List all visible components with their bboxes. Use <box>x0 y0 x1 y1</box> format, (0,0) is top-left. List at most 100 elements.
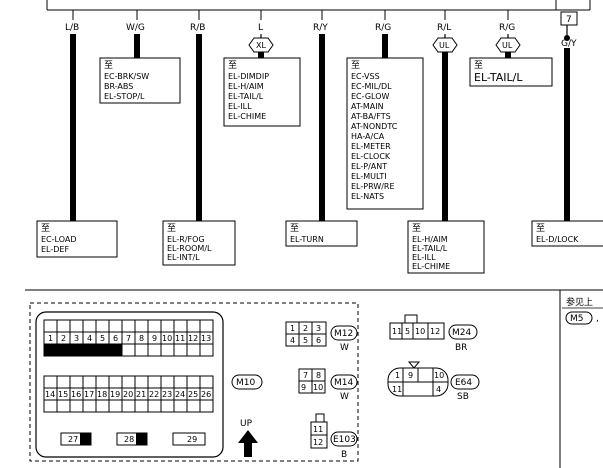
splice-dot <box>564 35 570 41</box>
m10-pin-cavity <box>160 319 175 333</box>
wires <box>70 34 570 221</box>
svg-text:至: 至 <box>536 223 545 234</box>
svg-text:12: 12 <box>430 327 440 336</box>
svg-text:BR-ABS: BR-ABS <box>104 82 133 91</box>
svg-text:EL-ILL: EL-ILL <box>412 253 436 262</box>
svg-text:EL-NATS: EL-NATS <box>351 192 384 201</box>
m10-pin-cavity <box>199 399 214 413</box>
m10-pin-cavity <box>186 343 201 357</box>
m10-pin-number: 11 <box>175 334 185 343</box>
m10-pin-filled <box>43 343 58 357</box>
m10-pin-number: 21 <box>136 390 146 399</box>
svg-text:M24: M24 <box>452 328 471 338</box>
m10-pin-cavity <box>147 319 162 333</box>
svg-text:11: 11 <box>392 385 402 394</box>
m10-pin-number: 19 <box>110 390 120 399</box>
m12-connector: 1 2 3 4 5 6 M12 W <box>285 321 358 353</box>
svg-text:AT-MAIN: AT-MAIN <box>351 102 384 111</box>
m10-pin-number: 16 <box>71 390 81 399</box>
svg-text:至: 至 <box>41 223 50 234</box>
svg-text:E103: E103 <box>333 435 356 445</box>
svg-text:9: 9 <box>301 383 306 392</box>
svg-text:9: 9 <box>408 371 413 380</box>
wire-code-8: R/G <box>499 23 515 33</box>
m10-pin-cavity <box>108 375 123 389</box>
m10-pin-number: 24 <box>175 390 185 399</box>
wire-code-9: G/Y <box>561 39 577 49</box>
svg-text:BR: BR <box>455 343 467 353</box>
m24-connector: 11 5 10 12 M24 BR <box>389 314 478 353</box>
svg-text:EL-PRW/RE: EL-PRW/RE <box>351 182 395 191</box>
svg-text:M12: M12 <box>334 329 353 339</box>
m10-pin-cavity <box>160 399 175 413</box>
m10-pin-cavity <box>95 319 110 333</box>
m10-pin-cavity <box>147 399 162 413</box>
m10-pin-cavity <box>121 343 136 357</box>
legend-ref-text: 参见上 <box>566 296 593 308</box>
m10-pin-cavity <box>173 343 188 357</box>
svg-text:11: 11 <box>313 425 323 434</box>
wire-code-2: W/G <box>126 23 145 33</box>
m10-pin-filled <box>95 343 110 357</box>
svg-text:4: 4 <box>436 385 441 394</box>
up-label: UP <box>240 419 253 429</box>
svg-text:EL-ILL: EL-ILL <box>228 102 252 111</box>
m10-pin-cavity <box>82 375 97 389</box>
svg-text:至: 至 <box>228 60 237 71</box>
diamond-ul-1: UL <box>432 37 458 53</box>
ref-box-dlock <box>531 220 603 247</box>
svg-text:UL: UL <box>502 41 513 50</box>
m10-pin-cavity <box>173 319 188 333</box>
m10-pin-number: 15 <box>58 390 68 399</box>
m10-pin-cavity <box>186 319 201 333</box>
m10-pin-cavity <box>121 399 136 413</box>
diamond-xl: XL <box>248 37 274 53</box>
svg-text:至: 至 <box>474 60 483 71</box>
svg-text:10: 10 <box>434 371 444 380</box>
m10-pin-number: 5 <box>100 334 105 343</box>
svg-text:4: 4 <box>290 336 295 345</box>
svg-text:UL: UL <box>439 41 450 50</box>
svg-text:12: 12 <box>313 438 323 447</box>
m10-pin-number: 7 <box>126 334 131 343</box>
svg-text:EL-CHIME: EL-CHIME <box>412 262 450 271</box>
svg-text:EC-VSS: EC-VSS <box>351 72 380 81</box>
ref-box-dimdip <box>223 57 301 127</box>
ref-box-haim <box>407 220 485 274</box>
svg-text:27: 27 <box>68 435 78 444</box>
svg-text:EL-TAIL/L: EL-TAIL/L <box>412 244 448 253</box>
svg-text:M5: M5 <box>570 314 584 324</box>
svg-text:3: 3 <box>316 324 321 333</box>
ref-box-turn <box>285 220 358 247</box>
svg-text:W: W <box>340 392 349 402</box>
svg-text:至: 至 <box>412 223 421 234</box>
ref-box-vss <box>346 57 424 210</box>
m10-label: M10 <box>231 374 263 390</box>
ref-box-brk <box>99 57 181 104</box>
m10-pin-cavity <box>199 319 214 333</box>
svg-text:10: 10 <box>313 383 323 392</box>
svg-text:29: 29 <box>187 435 197 444</box>
wire-code-7: R/L <box>437 23 451 33</box>
ref-box-brk-to: 至 <box>104 60 113 71</box>
m10-pin-cavity <box>186 375 201 389</box>
svg-text:10: 10 <box>415 327 425 336</box>
svg-text:EL-CLOCK: EL-CLOCK <box>351 152 391 161</box>
m10-pin-number: 1 <box>48 334 53 343</box>
m10-pin-cavity <box>134 343 149 357</box>
m10-pin-cavity <box>173 375 188 389</box>
m10-pin-number: 12 <box>188 334 198 343</box>
m10-pin-cavity <box>95 375 110 389</box>
m10-pin-cavity <box>82 319 97 333</box>
m10-pin-number: 4 <box>87 334 92 343</box>
ref-box-rfog <box>162 220 236 266</box>
svg-text:EL-H/AIM: EL-H/AIM <box>228 82 264 91</box>
svg-text:1: 1 <box>290 324 295 333</box>
svg-text:EL-METER: EL-METER <box>351 142 391 151</box>
svg-text:1: 1 <box>395 371 400 380</box>
m10-pin-cavity <box>121 319 136 333</box>
svg-text:28: 28 <box>124 435 134 444</box>
